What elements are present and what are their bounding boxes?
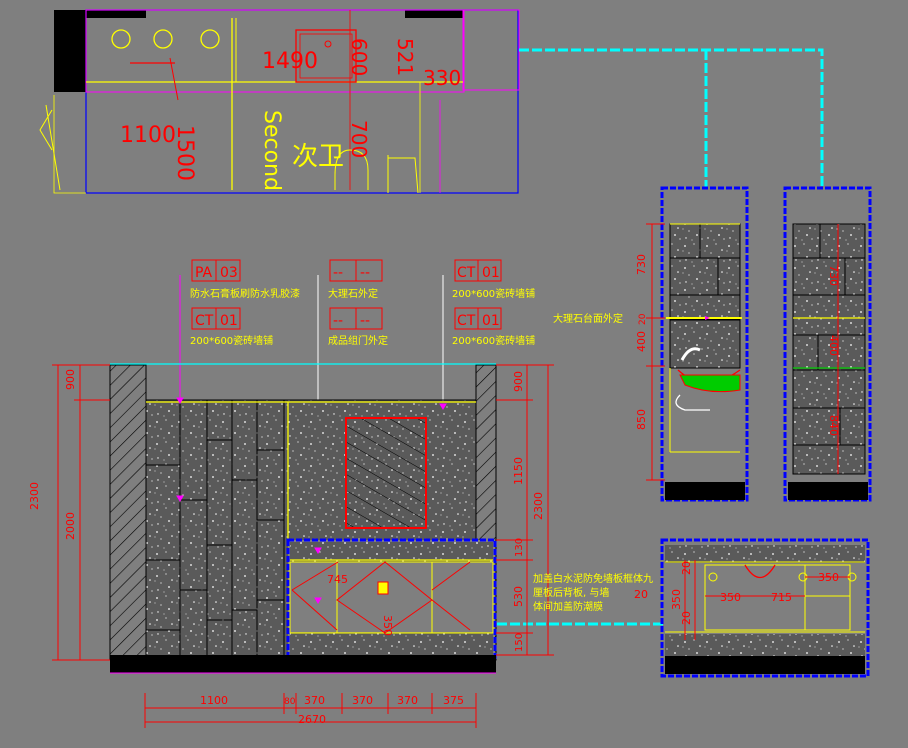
plan-dim-1490: 1490 (262, 49, 318, 74)
room-label-cn: 次卫 (292, 142, 344, 172)
legend-text: 大理石外定 (328, 287, 378, 300)
legend-text: 200*600瓷砖墙铺 (190, 334, 273, 347)
detail-dim-350-a: 350 (720, 591, 741, 604)
section1-dim-400: 400 (635, 331, 648, 352)
legend-tag-b: 01 (220, 313, 238, 329)
legend-tag-b: 01 (482, 313, 500, 329)
main-elevation: 745 350 (109, 363, 497, 674)
legend-tag-b: 01 (482, 265, 500, 281)
plan-dim-521: 521 (393, 38, 417, 76)
detail-dim-715: 715 (771, 591, 792, 604)
cabinet-detail: 20 20 20 350 715 350 350 (634, 538, 870, 678)
section1-dim-850: 850 (635, 409, 648, 430)
note-line-1: 加盖白水泥防免墙板框体九 (533, 572, 653, 585)
plan-dim-330: 330 (423, 66, 461, 90)
dim-130-right: 130 (514, 538, 525, 557)
cabinet-dim-350: 350 (381, 615, 394, 636)
room-label-en: Second (259, 110, 284, 191)
detail-dim-20-b: 20 (680, 561, 693, 575)
section2-dim-840: 840 (827, 415, 840, 436)
dim-2300-left: 2300 (28, 482, 41, 510)
legend-tag-b: 03 (220, 265, 238, 281)
detail-dim-350-b: 350 (818, 571, 839, 584)
bottom-dim-80: 80 (284, 697, 296, 707)
bottom-dim-370-c: 370 (397, 694, 418, 707)
section2-dim-400: 400 (827, 335, 840, 356)
plan-dim-600: 600 (347, 38, 371, 76)
dim-1150-right: 1150 (512, 457, 525, 485)
detail-dim-20-c: 20 (680, 611, 693, 625)
legend-tag-marble: -- -- 大理石外定 (328, 259, 383, 300)
dim-2000-left: 2000 (64, 512, 77, 540)
legend-tag-ct01-b: CT 01 200*600瓷砖墙铺 (452, 259, 535, 300)
bottom-dim-1100: 1100 (200, 694, 228, 707)
plan-dim-700: 700 (347, 120, 371, 158)
elevation-left-dims (52, 364, 110, 661)
legend-text: 200*600瓷砖墙铺 (452, 287, 535, 300)
legend-tag-pa03: PA 03 防水石膏板刷防水乳胶漆 (190, 259, 300, 300)
legend-tag-a: CT (195, 313, 214, 329)
plan-dim-1100: 1100 (120, 123, 176, 148)
legend-tag-ct01-a: CT 01 200*600瓷砖墙铺 (190, 307, 273, 347)
section1-note: 大理石台面外定 (553, 312, 623, 325)
legend-tag-a: PA (195, 265, 213, 281)
note-line-3: 体间加盖防潮膜 (533, 600, 603, 613)
legend-tag-ct01-c: CT 01 200*600瓷砖墙铺 (452, 307, 535, 347)
legend-tag-door: -- -- 成品组门外定 (328, 307, 388, 347)
dim-900-right: 900 (512, 371, 525, 392)
legend-text: 成品组门外定 (328, 334, 388, 347)
detail-dim-350-c: 350 (670, 589, 683, 610)
section2-dim-730: 730 (827, 265, 840, 286)
legend-tag-a: -- (333, 265, 343, 281)
legend-tag-a: CT (457, 313, 476, 329)
legend-tag-b: -- (360, 313, 370, 329)
detail-dim-20-a: 20 (634, 588, 648, 601)
bottom-dim-total: 2670 (298, 713, 326, 726)
section1-dim-730: 730 (635, 254, 648, 275)
dim-150-right: 150 (514, 633, 525, 652)
note-line-2: 厘板后背板, 与墙 (533, 586, 609, 599)
legend-tag-b: -- (360, 265, 370, 281)
elevation-bottom-dims (144, 693, 477, 728)
plan-dim-1500: 1500 (172, 125, 197, 181)
dim-530-right: 530 (512, 586, 525, 607)
section-view-2: 730 400 840 (783, 186, 872, 502)
section-view-1: 730 20 400 850 大理石台面外定 (553, 186, 749, 502)
dim-2300-right: 2300 (532, 492, 545, 520)
bottom-dim-370-a: 370 (304, 694, 325, 707)
material-legend: PA 03 防水石膏板刷防水乳胶漆 CT 01 200*600瓷砖墙铺 -- -… (179, 259, 535, 600)
bottom-dim-375: 375 (443, 694, 464, 707)
legend-tag-a: CT (457, 265, 476, 281)
cabinet-dim-745: 745 (327, 573, 348, 586)
elevation-right-dims (496, 364, 554, 656)
dim-900-left: 900 (64, 369, 77, 390)
legend-tag-a: -- (333, 313, 343, 329)
floor-plan: 1490 600 521 330 1100 1500 700 Second 次卫 (39, 9, 520, 194)
legend-text: 200*600瓷砖墙铺 (452, 334, 535, 347)
section-callout-lines (497, 48, 824, 626)
legend-text: 防水石膏板刷防水乳胶漆 (190, 287, 300, 300)
bottom-dim-370-b: 370 (352, 694, 373, 707)
section1-dim-20: 20 (638, 313, 648, 325)
